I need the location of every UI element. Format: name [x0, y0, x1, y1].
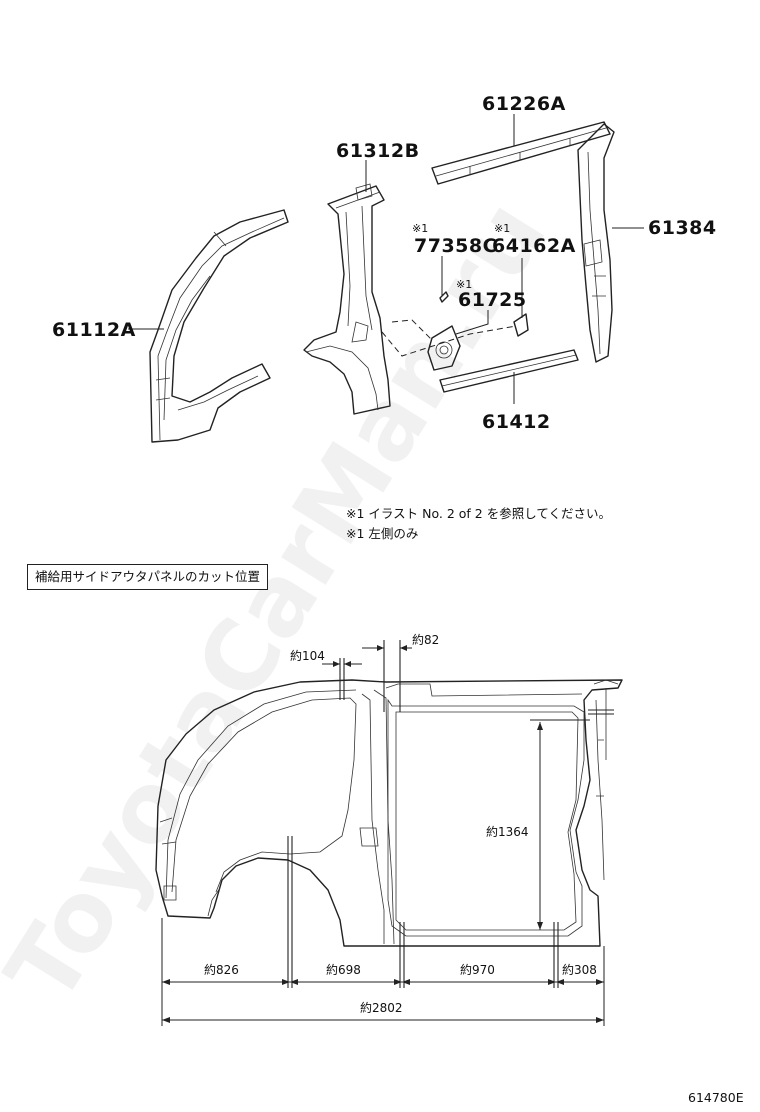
part-61226A-drawing [431, 121, 611, 185]
cut-position-lines [287, 640, 614, 988]
label-61384: 61384 [648, 217, 717, 239]
illustration-id: 614780E [688, 1090, 744, 1105]
label-61725: 61725 [458, 289, 527, 311]
dim-970: 約970 [460, 962, 495, 977]
dim-82: 約82 [412, 632, 439, 647]
label-77358C: 77358C [414, 235, 497, 257]
dim-104: 約104 [290, 648, 325, 663]
side-outer-panel-drawing [155, 679, 623, 947]
label-61312B: 61312B [336, 140, 420, 162]
dim-308: 約308 [562, 962, 597, 977]
note-reference: ※1 イラスト No. 2 of 2 を参照してください。 [346, 506, 611, 521]
label-61226A: 61226A [482, 93, 566, 115]
dim-826: 約826 [204, 962, 239, 977]
ref-mark-64162A: ※1 [494, 222, 510, 235]
dimension-lines [161, 645, 605, 1026]
label-64162A: 64162A [492, 235, 576, 257]
dim-1364: 約1364 [486, 824, 529, 839]
ref-mark-77358C: ※1 [412, 222, 428, 235]
label-61412: 61412 [482, 411, 551, 433]
dim-698: 約698 [326, 962, 361, 977]
part-61384-drawing [577, 123, 615, 363]
dim-2802: 約2802 [360, 1000, 403, 1015]
leader-lines [128, 114, 644, 404]
assembly-dashed-lines [381, 319, 517, 357]
part-61412-drawing [439, 349, 579, 393]
note-left-side-only: ※1 左側のみ [346, 526, 418, 541]
cut-section-title: 補給用サイドアウタパネルのカット位置 [27, 564, 269, 590]
part-61312B-drawing [303, 183, 391, 415]
part-77358C-drawing [439, 291, 449, 303]
ref-mark-61725: ※1 [456, 278, 472, 291]
label-61112A: 61112A [52, 319, 136, 341]
part-61112A-drawing [149, 209, 289, 443]
